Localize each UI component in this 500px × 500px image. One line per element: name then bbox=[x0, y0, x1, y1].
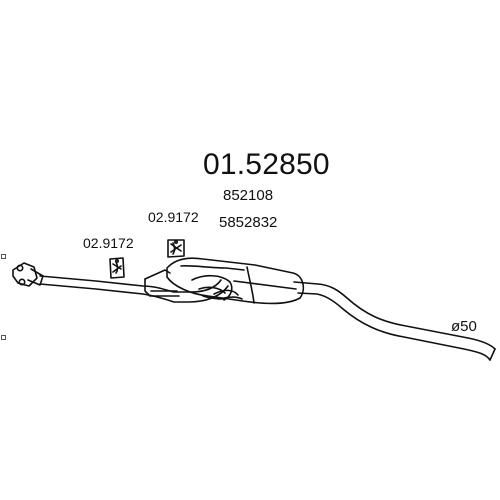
tail-pipe bbox=[293, 281, 496, 361]
selection-handle-icon bbox=[1, 254, 6, 259]
front-pipe bbox=[39, 275, 229, 303]
diameter-label: ø50 bbox=[451, 318, 477, 335]
muffler-body bbox=[166, 257, 305, 305]
reference-number-primary: 852108 bbox=[223, 187, 274, 204]
selection-handle-icon bbox=[1, 335, 6, 340]
rubber-hanger-icon bbox=[167, 239, 185, 258]
reference-number-secondary: 5852832 bbox=[219, 214, 278, 231]
inlet-flange-icon bbox=[12, 262, 44, 287]
hanger-label-left: 02.9172 bbox=[83, 235, 134, 251]
rubber-hanger-icon bbox=[109, 257, 125, 279]
exhaust-line-art bbox=[12, 239, 496, 361]
part-number: 01.52850 bbox=[203, 148, 330, 181]
pipe-bracket bbox=[144, 269, 180, 297]
hanger-label-right: 02.9172 bbox=[148, 209, 199, 225]
